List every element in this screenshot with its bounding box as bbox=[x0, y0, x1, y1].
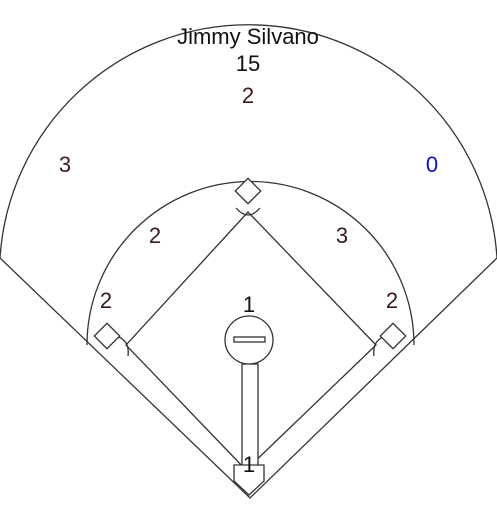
count-center-field: 2 bbox=[242, 83, 254, 108]
second-base-cutout bbox=[235, 207, 261, 216]
count-right-center-infield: 3 bbox=[336, 223, 348, 248]
count-first-base-area: 2 bbox=[386, 288, 398, 313]
home-plate bbox=[233, 464, 265, 496]
first-base bbox=[379, 322, 407, 350]
second-base bbox=[234, 177, 262, 205]
count-pitcher: 1 bbox=[243, 292, 255, 317]
count-third-base-area: 2 bbox=[100, 288, 112, 313]
base-paths bbox=[125, 211, 377, 471]
count-left-center-infield: 2 bbox=[149, 223, 161, 248]
third-base bbox=[93, 322, 121, 350]
player-name: Jimmy Silvano bbox=[177, 24, 319, 49]
outfield-fence bbox=[0, 24, 497, 499]
pitchers-rubber bbox=[233, 336, 266, 343]
count-catcher: 1 bbox=[243, 452, 255, 477]
count-left-field: 3 bbox=[59, 152, 71, 177]
player-number: 15 bbox=[236, 51, 260, 76]
count-right-field: 0 bbox=[426, 152, 438, 177]
